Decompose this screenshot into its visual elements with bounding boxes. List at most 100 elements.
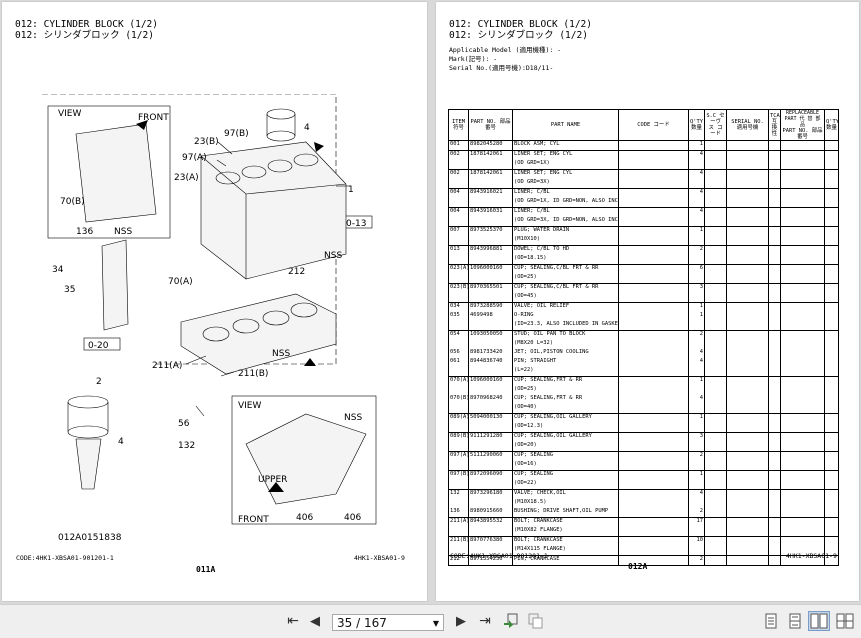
col-tca: TCA 互換性: [768, 109, 781, 141]
replace-qty-cell: [824, 207, 839, 217]
qty-cell: 1: [688, 413, 705, 423]
part-name-cell: (OD GRD=3X): [512, 179, 619, 189]
two-page-icon[interactable]: [808, 611, 830, 631]
label-132: 132: [178, 441, 195, 451]
qty-cell: 4: [688, 489, 705, 499]
replace-part-cell: [780, 179, 825, 189]
forward-view-icon[interactable]: [526, 611, 544, 631]
part-name-cell: (OD=25): [512, 386, 619, 395]
part-no-cell: 8973525370: [468, 226, 513, 236]
replace-qty-cell: [824, 404, 839, 414]
replace-part-cell: [780, 470, 825, 480]
item-cell: 034: [448, 302, 469, 312]
part-no-cell: 8980915660: [468, 508, 513, 518]
tca-cell: [768, 489, 781, 499]
replace-part-cell: [780, 245, 825, 255]
sc-cell: [704, 188, 727, 198]
qty-cell: 1: [688, 140, 705, 151]
qty-cell: 1: [688, 312, 705, 321]
serial-cell: [726, 358, 769, 367]
label-view-a: VIEW: [238, 401, 261, 411]
tca-cell: [768, 245, 781, 255]
part-no-cell: 1096000160: [468, 376, 513, 386]
page-number-value: 35 / 167: [337, 616, 387, 630]
table-row: (M10X18.5): [448, 499, 839, 508]
page-dropdown-icon[interactable]: ▼: [432, 619, 439, 628]
replace-part-cell: [780, 274, 825, 284]
replace-qty-cell: [824, 508, 839, 518]
serial-cell: [726, 330, 769, 340]
sc-cell: [704, 432, 727, 442]
sc-cell: [704, 461, 727, 471]
part-name-cell: (ID=23.3, ALSO INCLUDED IN GASKET SET(EN…: [512, 321, 619, 331]
sc-cell: [704, 451, 727, 461]
code-cell: [618, 499, 689, 508]
part-no-cell: 8973296180: [468, 489, 513, 499]
item-cell: 023(A): [448, 264, 469, 274]
tca-cell: [768, 367, 781, 377]
two-page-continuous-icon[interactable]: [834, 611, 856, 631]
tca-cell: [768, 312, 781, 321]
table-row: (OD=12.3): [448, 423, 839, 433]
qty-cell: 4: [688, 395, 705, 404]
item-cell: [448, 198, 469, 208]
label-nss-3: NSS: [272, 349, 290, 359]
last-page-button[interactable]: ⇥: [479, 613, 491, 629]
part-name-cell: O-RING: [512, 312, 619, 321]
part-name-cell: (M8X20 L=32): [512, 340, 619, 349]
page-number-input[interactable]: 35 / 167 ▼: [332, 614, 444, 631]
next-page-button[interactable]: ▶: [456, 613, 466, 629]
replace-qty-cell: [824, 255, 839, 265]
part-name-cell: CUP; SEALING,C/BL FRT & RR: [512, 264, 619, 274]
part-no-cell: [468, 274, 513, 284]
qty-cell: [688, 160, 705, 170]
sc-cell: [704, 264, 727, 274]
tca-cell: [768, 179, 781, 189]
serial-cell: [726, 217, 769, 227]
continuous-page-icon[interactable]: [786, 611, 804, 631]
serial-cell: [726, 376, 769, 386]
tca-cell: [768, 432, 781, 442]
replace-part-cell: [780, 367, 825, 377]
serial-cell: [726, 140, 769, 151]
part-no-cell: [468, 367, 513, 377]
qty-cell: [688, 461, 705, 471]
table-row: (M10X82 FLANGE): [448, 527, 839, 537]
replace-qty-cell: [824, 245, 839, 255]
replace-part-cell: [780, 395, 825, 404]
part-no-cell: [468, 480, 513, 490]
replace-qty-cell: [824, 236, 839, 246]
left-footer-code-right: 4HK1-XBSA01-9: [354, 554, 405, 562]
part-no-cell: [468, 179, 513, 189]
tca-cell: [768, 330, 781, 340]
qty-cell: 2: [688, 330, 705, 340]
part-no-cell: [468, 236, 513, 246]
replace-qty-cell: [824, 349, 839, 358]
code-cell: [618, 312, 689, 321]
sc-cell: [704, 140, 727, 151]
qty-cell: [688, 293, 705, 303]
first-page-button[interactable]: ⇤: [287, 613, 299, 629]
part-name-cell: (OD=20): [512, 442, 619, 452]
qty-cell: [688, 236, 705, 246]
replace-qty-cell: [824, 442, 839, 452]
tca-cell: [768, 508, 781, 518]
part-no-cell: 9111291280: [468, 432, 513, 442]
left-footer-code: CODE:4HK1-XBSA01-901201-1: [16, 554, 114, 562]
table-row: (OD GRD=1X): [448, 160, 839, 170]
item-cell: 001: [448, 140, 469, 151]
tca-cell: [768, 517, 781, 527]
viewer-toolbar: ⇤ ◀ 35 / 167 ▼ ▶ ⇥: [0, 604, 861, 638]
left-page: 012: CYLINDER BLOCK (1/2) 012: シリンダブロック …: [2, 2, 427, 601]
part-name-cell: (OD=45): [512, 293, 619, 303]
replace-qty-cell: [824, 461, 839, 471]
serial-cell: [726, 226, 769, 236]
tca-cell: [768, 274, 781, 284]
replace-part-cell: [780, 140, 825, 151]
back-view-icon[interactable]: [502, 611, 520, 631]
prev-page-button[interactable]: ◀: [310, 613, 320, 629]
tca-cell: [768, 264, 781, 274]
single-page-icon[interactable]: [762, 611, 780, 631]
